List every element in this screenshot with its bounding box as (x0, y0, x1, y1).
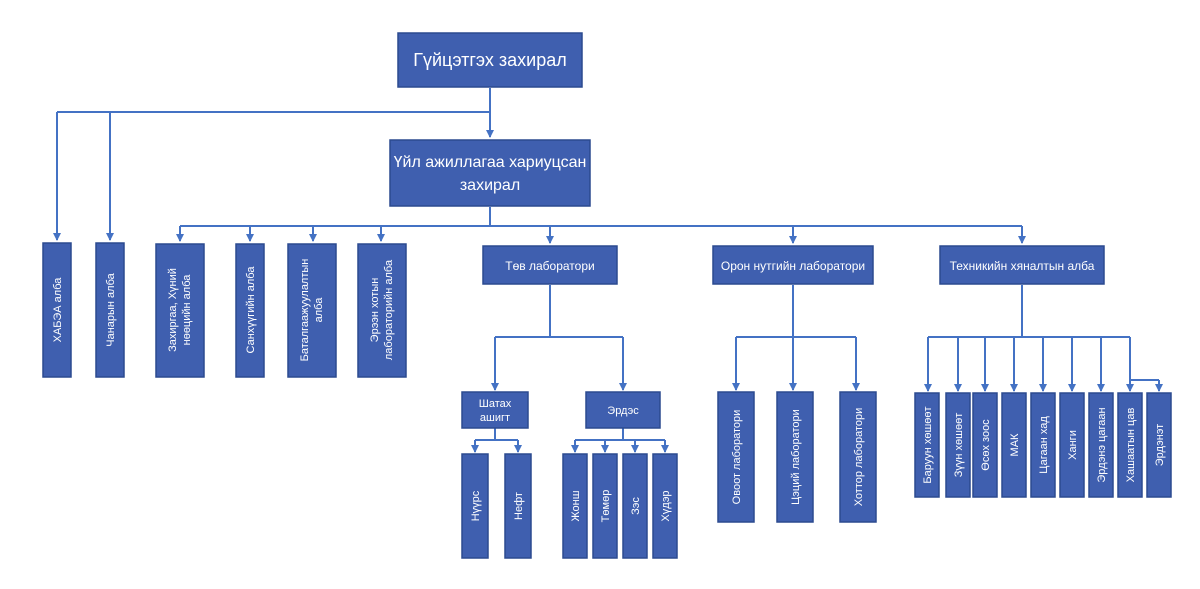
station-node-1: Баруун хөшөөт (914, 392, 940, 498)
finance-label: Санхүүгийн алба (245, 266, 257, 354)
station-node-5: Цагаан хад (1030, 392, 1056, 498)
assurance-node: Баталгаажуулалтын алба (287, 243, 337, 378)
station-label-8: Хашаатын цав (1125, 408, 1137, 483)
finance-node: Санхүүгийн алба (235, 243, 265, 378)
quality-node: Чанарын алба (95, 242, 125, 378)
fuel-node: Шатах ашигт (461, 391, 529, 429)
station-label-6: Ханги (1067, 430, 1079, 460)
mineral-label: Эрдэс (607, 405, 639, 417)
local-lab-label: Орон нутгийн лаборатори (721, 259, 865, 273)
station-node-3: Өсөх зоос (972, 392, 998, 498)
coal-node: Нүүрс (461, 453, 489, 559)
station-label-1: Баруун хөшөөт (922, 406, 934, 483)
tech-office-node: Техникийн хяналтын алба (939, 245, 1105, 285)
oil-label: Нефт (513, 492, 525, 520)
tsetsii-lab-node: Цэций лаборатори (776, 391, 814, 523)
habea-label: ХАБЭА алба (52, 277, 64, 343)
iron-node: Төмөр (592, 453, 618, 559)
copper-node: Зэс (622, 453, 648, 559)
tsetsii-lab-label: Цэций лаборатори (790, 409, 802, 505)
station-label-4: МАК (1009, 433, 1021, 457)
ore-label: Хүдэр (660, 490, 672, 521)
oil-node: Нефт (504, 453, 532, 559)
ore-node: Хүдэр (652, 453, 678, 559)
station-label-5: Цагаан хад (1038, 416, 1050, 474)
admin-hr-node: Захиргаа, Хүний нөөцийн алба (155, 243, 205, 378)
fluorspar-node: Жонш (562, 453, 588, 559)
connectors (53, 88, 1163, 453)
station-node-2: Зүүн хөшөөт (945, 392, 971, 498)
ops-director-label-line2: захирал (460, 177, 520, 194)
admin-hr-label-line1: Захиргаа, Хүний (167, 268, 179, 352)
station-label-7: Эрдэнэ цагаан (1096, 407, 1108, 482)
central-lab-node: Төв лаборатори (482, 245, 618, 285)
fluorspar-label: Жонш (570, 490, 582, 521)
ceo-label: Гүйцэтгэх захирал (413, 50, 567, 70)
habea-node: ХАБЭА алба (42, 242, 72, 378)
station-node-4: МАК (1001, 392, 1027, 498)
admin-hr-label-line2: нөөцийн алба (181, 274, 193, 346)
copper-label: Зэс (630, 497, 642, 515)
mineral-node: Эрдэс (585, 391, 661, 429)
tech-office-label: Техникийн хяналтын алба (950, 259, 1095, 273)
local-lab-node: Орон нутгийн лаборатори (712, 245, 874, 285)
quality-label: Чанарын алба (105, 272, 117, 346)
station-label-9: Эрдэнэт (1154, 424, 1166, 466)
fuel-label-line2: ашигт (480, 412, 510, 424)
erdene-lab-node: Эрээн хотын лабораторийн алба (357, 243, 407, 378)
ovoot-lab-label: Овоот лаборатори (731, 410, 743, 505)
khotor-lab-label: Хоттор лаборатори (853, 408, 865, 507)
station-node-7: Эрдэнэ цагаан (1088, 392, 1114, 498)
ops-director-label-line1: Үйл ажиллагаа хариуцсан (394, 154, 587, 171)
station-label-3: Өсөх зоос (980, 419, 992, 471)
erdene-lab-label-line2: лабораторийн алба (383, 259, 395, 360)
station-node-9: Эрдэнэт (1146, 392, 1172, 498)
coal-label: Нүүрс (470, 490, 482, 521)
station-node-6: Ханги (1059, 392, 1085, 498)
ops-director-node: Үйл ажиллагаа хариуцсан захирал (389, 139, 591, 207)
khotor-lab-node: Хоттор лаборатори (839, 391, 877, 523)
central-lab-label: Төв лаборатори (505, 259, 594, 273)
iron-label: Төмөр (600, 490, 612, 523)
assurance-label-line1: Баталгаажуулалтын (299, 259, 311, 362)
station-node-8: Хашаатын цав (1117, 392, 1143, 498)
fuel-label-line1: Шатах (479, 398, 512, 410)
station-label-2: Зүүн хөшөөт (953, 413, 965, 478)
erdene-lab-label-line1: Эрээн хотын (369, 278, 381, 343)
ceo-node: Гүйцэтгэх захирал (397, 32, 583, 88)
assurance-label-line2: алба (313, 297, 325, 323)
ovoot-lab-node: Овоот лаборатори (717, 391, 755, 523)
